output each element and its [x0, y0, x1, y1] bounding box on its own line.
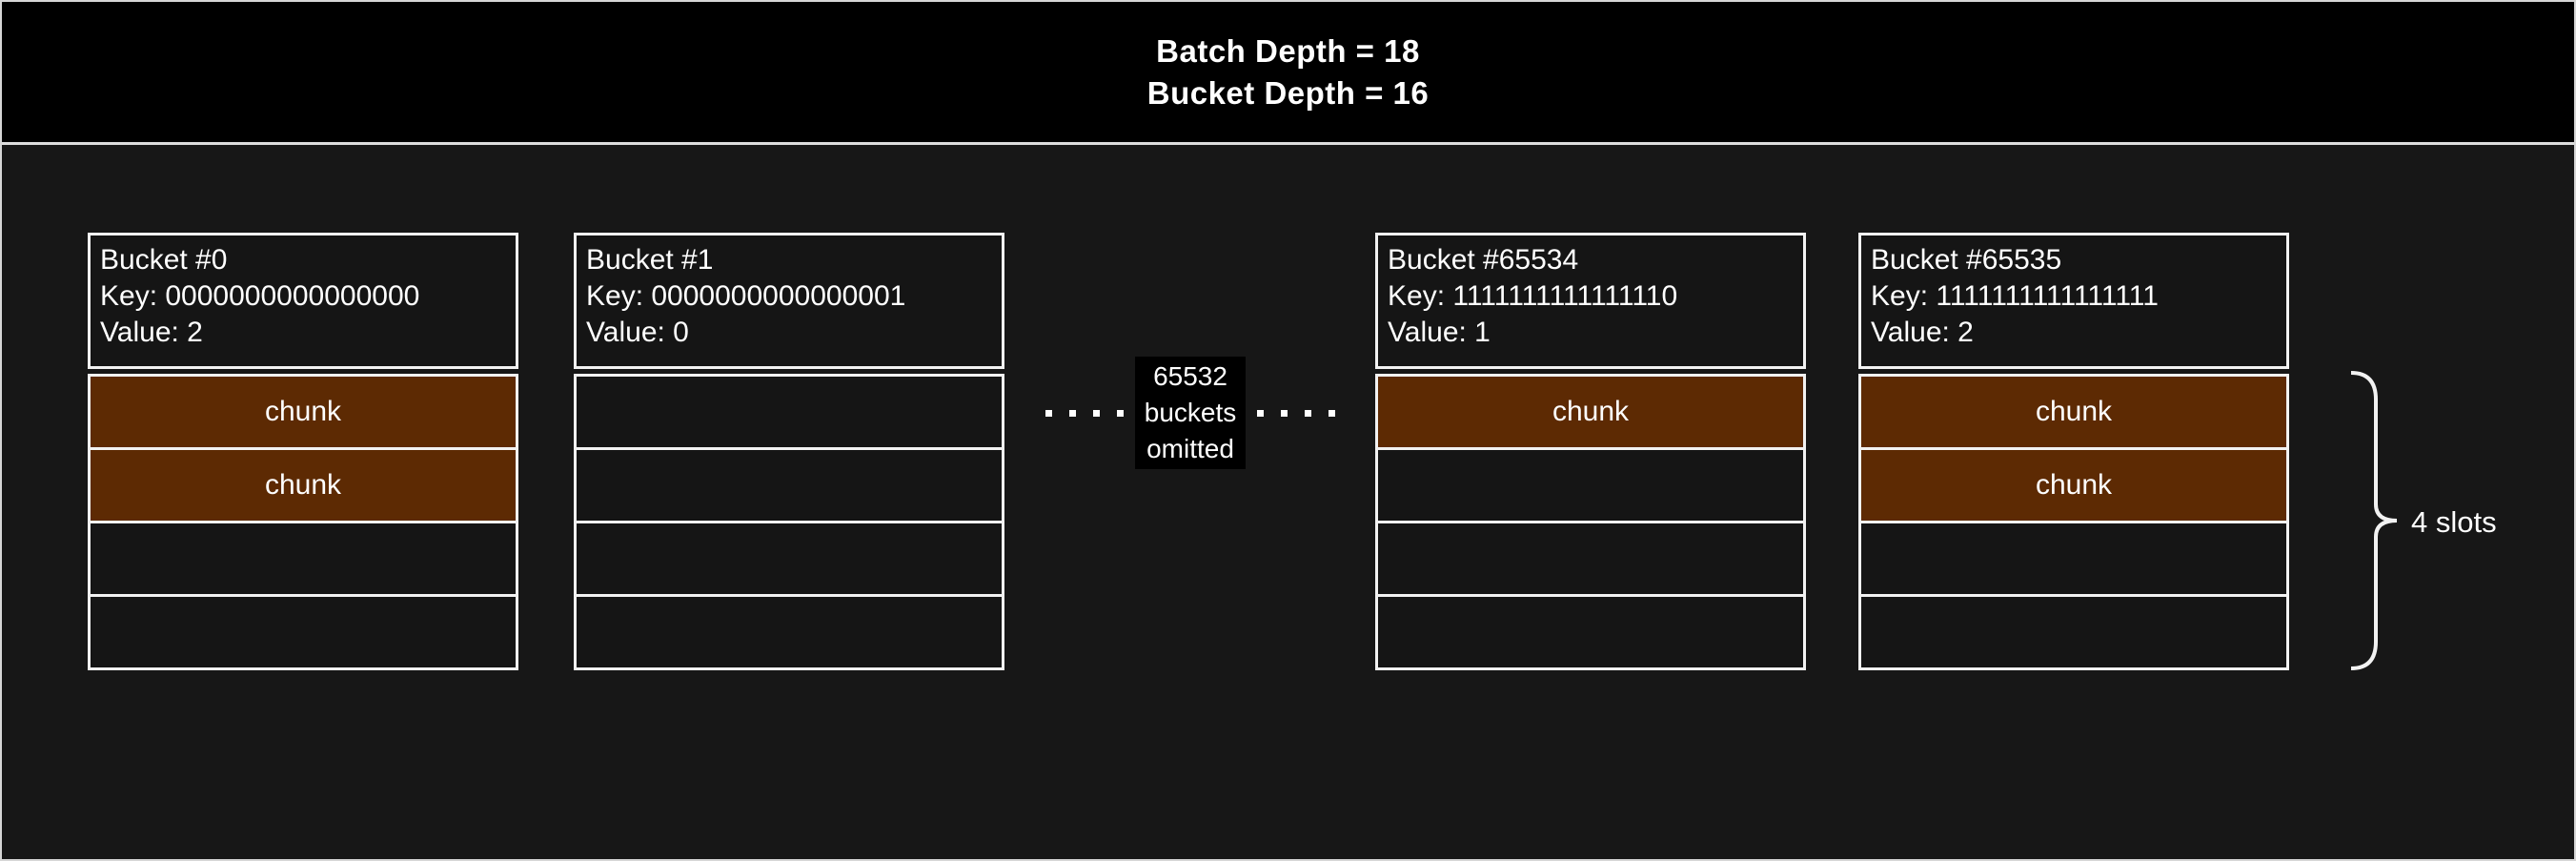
bucket-1: Bucket #1 Key: 0000000000000001 Value: 0 — [574, 233, 1004, 670]
empty-slot — [1375, 594, 1806, 670]
dot — [1305, 409, 1312, 417]
bucket-65535-slots: chunk chunk — [1858, 374, 2289, 670]
bucket-65534: Bucket #65534 Key: 1111111111111110 Valu… — [1375, 233, 1806, 670]
empty-slot — [1375, 521, 1806, 597]
empty-slot — [574, 594, 1004, 670]
dotted-line-right — [1257, 409, 1336, 417]
slots-brace — [2350, 371, 2398, 670]
chunk-slot: chunk — [1375, 374, 1806, 450]
bucket-1-header: Bucket #1 Key: 0000000000000001 Value: 0 — [574, 233, 1004, 369]
empty-slot — [574, 447, 1004, 523]
bucket-title: Bucket #0 — [100, 244, 228, 276]
slots-brace-label: 4 slots — [2411, 505, 2497, 539]
bucket-65534-header: Bucket #65534 Key: 1111111111111110 Valu… — [1375, 233, 1806, 369]
bucket-title: Bucket #65535 — [1871, 244, 2062, 276]
omitted-count: 65532 — [1153, 361, 1227, 391]
bucket-value: Value: 2 — [100, 317, 203, 348]
dot — [1329, 409, 1336, 417]
empty-slot — [574, 521, 1004, 597]
omitted-word-omitted: omitted — [1146, 434, 1234, 463]
bucket-key: Key: 0000000000000001 — [586, 280, 906, 312]
bucket-key: Key: 0000000000000000 — [100, 280, 420, 312]
dot — [1045, 409, 1052, 417]
chunk-slot: chunk — [1858, 447, 2289, 523]
dotted-line-left — [1045, 409, 1124, 417]
empty-slot — [1375, 447, 1806, 523]
bucket-0-header: Bucket #0 Key: 0000000000000000 Value: 2 — [88, 233, 518, 369]
chunk-slot: chunk — [1858, 374, 2289, 450]
empty-slot — [1858, 594, 2289, 670]
dot — [1116, 409, 1124, 417]
omitted-word-buckets: buckets — [1144, 398, 1237, 427]
chunk-slot: chunk — [88, 374, 518, 450]
bucket-65535-header: Bucket #65535 Key: 1111111111111111 Valu… — [1858, 233, 2289, 369]
header-band: Batch Depth = 18 Bucket Depth = 16 — [2, 2, 2574, 145]
bucket-value: Value: 0 — [586, 317, 689, 348]
dot — [1257, 409, 1265, 417]
chunk-slot: chunk — [88, 447, 518, 523]
bucket-value: Value: 2 — [1871, 317, 1974, 348]
dot — [1068, 409, 1076, 417]
empty-slot — [88, 521, 518, 597]
empty-slot — [88, 594, 518, 670]
bucket-depth-text: Bucket Depth = 16 — [1146, 74, 1430, 111]
bucket-0-slots: chunk chunk — [88, 374, 518, 670]
dot — [1092, 409, 1100, 417]
bucket-1-slots — [574, 374, 1004, 670]
omitted-indicator: 65532 buckets omitted — [1005, 356, 1375, 470]
bucket-title: Bucket #1 — [586, 244, 714, 276]
bucket-0: Bucket #0 Key: 0000000000000000 Value: 2… — [88, 233, 518, 670]
dot — [1281, 409, 1288, 417]
omitted-label: 65532 buckets omitted — [1134, 357, 1247, 469]
bucket-65534-slots: chunk — [1375, 374, 1806, 670]
bucket-key: Key: 1111111111111110 — [1388, 280, 1678, 312]
bucket-title: Bucket #65534 — [1388, 244, 1579, 276]
bucket-key: Key: 1111111111111111 — [1871, 280, 2159, 312]
bucket-65535: Bucket #65535 Key: 1111111111111111 Valu… — [1858, 233, 2289, 670]
batch-depth-text: Batch Depth = 18 — [1156, 32, 1420, 69]
empty-slot — [574, 374, 1004, 450]
bucket-value: Value: 1 — [1388, 317, 1491, 348]
empty-slot — [1858, 521, 2289, 597]
